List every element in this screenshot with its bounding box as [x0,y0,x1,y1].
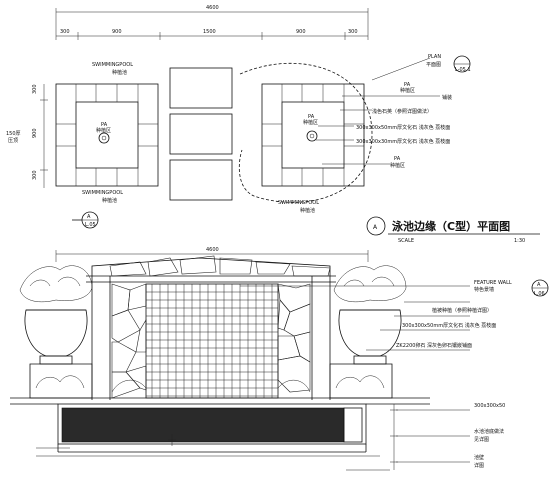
callout-tile1: 300x300x50mm厚文化石 浅灰色 荔枝面 [356,124,450,131]
right-planter: PA 种植区 [261,83,365,187]
callout-note1: 植被种植（参照种植详图） [432,307,492,314]
scale-value: 1:30 [514,238,525,244]
plan-section-num: A [87,214,91,220]
callout-pa-cn: 种植区 [400,87,415,94]
elev-overall-dim: 4600 [206,247,219,253]
plan-dim-3: 1500 [203,29,216,35]
scale-label: SCALE [398,238,414,244]
feature-grid-panel [145,283,279,399]
centre-panels [169,67,233,201]
plan-dim-1: 300 [60,29,70,35]
elevation-view: 4600 [10,247,549,471]
callout-plan-ref: L-05.1 [455,67,471,73]
callout-feature-wall-cn: 特色景墙 [474,286,494,293]
callout-plan-en: PLAN [428,54,441,60]
callout-feature-wall-en: FEATURE WALL [474,280,512,286]
callout-coping: 浅色石英（参照详图做法） [372,108,432,115]
right-pa-label: PA [308,114,315,120]
callout-note5: 水池池底做法 [474,428,504,435]
left-pa-label: PA [101,122,108,128]
right-tree-symbol [306,130,318,142]
plan-left-label-2: 压顶 [8,138,18,144]
right-urn [333,265,407,365]
callout-note6: 见详图 [474,436,489,443]
callout-pa2: PA [394,156,401,162]
callout-note7: 池壁 [474,454,484,461]
right-bottom-label: SWIMMINGPOOL [278,200,319,206]
plan-dim-2: 900 [112,29,122,35]
stone-wall-pattern [109,255,331,399]
right-pa-cn: 种植区 [303,119,318,126]
callout-note4: 300x300x50 [474,403,505,409]
callout-pa: PA [404,82,411,88]
plan-section-mark: A L.05 [72,211,99,229]
callout-note2: 300x300x50mm厚文化石 浅灰色 荔枝面 [402,322,496,329]
left-bottom-label: SWIMMINGPOOL [82,190,123,196]
callout-plan-cn: 平面图 [426,62,441,68]
left-urn [19,265,93,365]
callout-pa2-cn: 种植区 [390,162,405,169]
callout-tile2: 300x300x30mm厚文化石 浅灰色 荔枝面 [356,138,450,145]
plan-dim-4: 900 [296,29,306,35]
elev-ref-sheet: L.06 [534,291,545,297]
left-pa-cn: 种植区 [96,127,111,134]
left-planter-label: SWIMMINGPOOL [92,62,133,68]
callout-note8: 详图 [474,462,484,469]
title-badge-label: A [373,224,378,231]
grid-lines [146,284,278,398]
elevation-callouts: FEATURE WALL 特色景墙 A L.06 植被种植（参照种植详图） 30… [396,279,549,469]
plan-callouts: PLAN 平面图 L-05.1 PA 种植区 铺装 浅色石英（参照详图做法） 3… [356,54,471,169]
plan-overall-dim: 4600 [206,5,219,11]
left-bottom-label-cn: 种植池 [102,197,117,204]
pool-edge-curve [238,62,373,203]
plan-section-sheet: L.05 [85,222,96,228]
left-planter-label-cn: 种植池 [112,69,127,76]
plan-vdim-2: 900 [32,128,38,138]
callout-paving: 铺装 [442,94,452,101]
elev-ref-num: A [537,282,541,288]
right-bottom-label-cn: 种植池 [300,207,315,214]
left-planter: PA 种植区 SWIMMINGPOOL 种植池 [55,62,159,187]
pool-basin-hatch [61,407,345,443]
plan-vdim-3: 300 [32,170,38,180]
plan-title-block: A 泳池边缘（C型）平面图 SCALE 1:30 [366,216,540,244]
left-tree-symbol [98,132,110,144]
plan-vdim-1: 300 [32,84,38,94]
plan-dim-5: 300 [348,29,358,35]
plan-view: 4600 300 900 1500 900 300 300 900 300 15… [6,5,540,244]
plan-left-label-1: 150厚 [6,131,21,137]
title-badge [366,216,386,236]
callout-note3: ZK2200卵石 深灰色卵石镶嵌铺面 [396,342,472,349]
plan-title: 泳池边缘（C型）平面图 [392,219,510,233]
